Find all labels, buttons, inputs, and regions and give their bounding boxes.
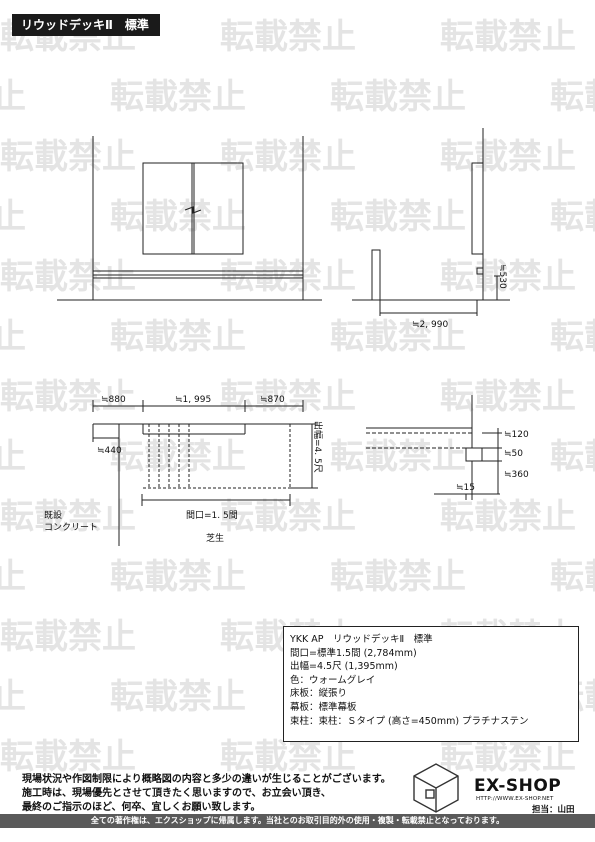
watermark-text: 転載禁止 xyxy=(330,197,466,237)
watermark-text: 転載禁止 xyxy=(330,77,466,117)
spec-line: YKK AP リウッドデッキⅡ 標準 xyxy=(290,634,433,645)
watermark-text: 転載禁止 xyxy=(220,257,356,297)
watermark-text: 転載禁止 xyxy=(440,17,576,57)
watermark-text: 転載禁止 xyxy=(440,257,576,297)
side-elevation xyxy=(352,128,510,316)
watermark-text: 転載禁止 xyxy=(550,557,595,597)
watermark-text: 転載禁止 xyxy=(220,737,356,777)
watermark-text: 転載禁止 xyxy=(0,437,26,477)
watermark-text: 転載禁止 xyxy=(0,197,26,237)
watermark-text: 転載禁止 xyxy=(0,677,26,717)
spec-box: YKK AP リウッドデッキⅡ 標準 間口=標準1.5間 (2,784mm) 出… xyxy=(283,626,579,742)
watermark-text: 転載禁止 xyxy=(110,317,246,357)
left-extension-label: ≒880 xyxy=(101,395,126,405)
spec-line: 間口=標準1.5間 (2,784mm) xyxy=(290,647,417,659)
watermark-text: 転載禁止 xyxy=(0,737,136,777)
watermark-text: 転載禁止 xyxy=(330,557,466,597)
watermark-text: 転載禁止 xyxy=(0,557,26,597)
notice-text: 現場状況や作図制限により概略図の内容と多少の違いが生じることがございます。 施工… xyxy=(22,773,391,815)
opening-label: 間口=1. 5間 xyxy=(186,511,238,521)
lawn-label: 芝生 xyxy=(206,534,225,544)
person-in-charge: 担当：山田 xyxy=(532,805,575,815)
watermark-text: 転載禁止 xyxy=(550,317,595,357)
watermark-text: 転載禁止 xyxy=(550,437,595,477)
watermark-text: 転載禁止 xyxy=(440,137,576,177)
watermark-text: 転載禁止 xyxy=(110,197,246,237)
section-dim-50: ≒50 xyxy=(504,449,524,459)
notice-line: 現場状況や作図制限により概略図の内容と多少の違いが生じることがございます。 xyxy=(22,774,391,785)
section-detail xyxy=(366,395,502,500)
page-title: リウッドデッキⅡ 標準 xyxy=(12,14,160,36)
watermark-text: 転載禁止 xyxy=(110,77,246,117)
spec-line: 床板：縦張り xyxy=(290,688,348,700)
logo-cube xyxy=(413,763,459,813)
notice-line: 最終のご指示のほど、何卒、宜しくお願い致します。 xyxy=(22,802,261,813)
logo-url: HTTP://WWW.EX-SHOP.NET xyxy=(476,796,554,802)
depth-dimension-label: ≒2, 990 xyxy=(412,320,449,330)
section-dim-120: ≒120 xyxy=(504,430,529,440)
spec-line: 束柱：束柱：Ｓタイプ (高さ=450mm) プラチナステン xyxy=(290,715,529,727)
watermark-text: 転載禁止 xyxy=(550,77,595,117)
watermark-text: 転載禁止 xyxy=(0,137,136,177)
logo-name: EX-SHOP xyxy=(474,776,562,796)
depth-label: 出幅=4. 5尺 xyxy=(312,421,322,473)
watermark-text: 転載禁止 xyxy=(0,317,26,357)
left-offset-label: ≒440 xyxy=(97,446,122,456)
watermark-text: 転載禁止 xyxy=(220,17,356,57)
existing-label-2: コンクリート xyxy=(44,523,99,533)
watermark-text: 転載禁止 xyxy=(0,257,136,297)
plan-view xyxy=(92,400,318,546)
notice-line: 施工時は、現場優先とさせて頂きたく思いますので、お立会い頂き、 xyxy=(22,788,331,799)
existing-label-1: 既設 xyxy=(44,511,63,521)
watermark-text: 転載禁止 xyxy=(220,497,356,537)
spec-line: 色：ウォームグレイ xyxy=(290,674,376,686)
watermark-text: 転載禁止 xyxy=(110,677,246,717)
width-label: ≒1, 995 xyxy=(175,395,212,405)
watermark-text: 転載禁止 xyxy=(220,377,356,417)
section-dim-360: ≒360 xyxy=(504,470,529,480)
watermark-text: 転載禁止 xyxy=(330,317,466,357)
watermark-text: 転載禁止 xyxy=(0,77,26,117)
watermark-text: 転載禁止 xyxy=(110,557,246,597)
spec-line: 幕板：標準幕板 xyxy=(290,701,357,713)
right-extension-label: ≒870 xyxy=(260,395,285,405)
watermark-text: 転載禁止 xyxy=(440,497,576,537)
watermark-text: 転載禁止 xyxy=(0,617,136,657)
copyright-footer: 全ての著作権は、エクスショップに帰属します。当社とのお取引目的外の使用・複製・転… xyxy=(0,814,595,828)
watermark-text: 転載禁止 xyxy=(0,377,136,417)
watermark-text: 転載禁止 xyxy=(440,737,576,777)
watermark-text: 転載禁止 xyxy=(0,497,136,537)
spec-line: 出幅=4.5尺 (1,395mm) xyxy=(290,661,398,673)
front-elevation xyxy=(57,136,322,301)
watermark-text: 転載禁止 xyxy=(330,437,466,477)
watermark-text: 転載禁止 xyxy=(440,377,576,417)
watermark-text: 転載禁止 xyxy=(110,437,246,477)
section-dim-15: ≒15 xyxy=(456,483,476,493)
watermark-text: 転載禁止 xyxy=(550,197,595,237)
height-dimension-label: ≒530 xyxy=(497,264,507,289)
